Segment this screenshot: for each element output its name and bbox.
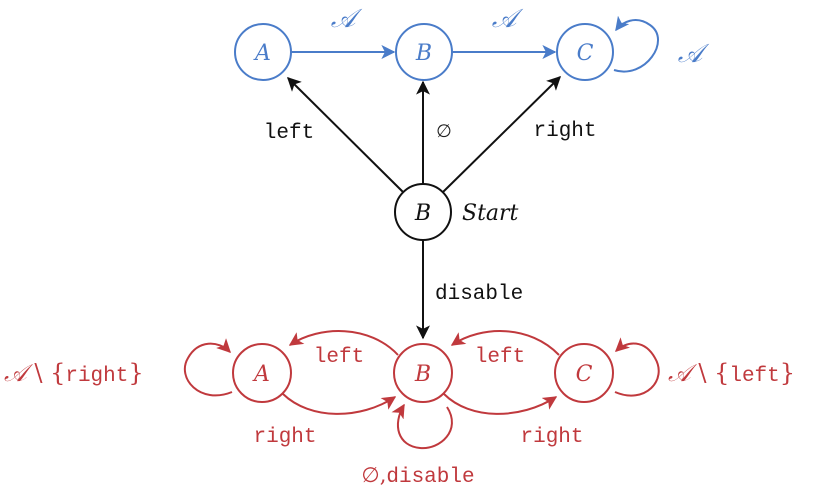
disabled-edge-c-b: left [450, 330, 560, 369]
set-minus: \ { [27, 359, 66, 387]
enabled-row: A B C 𝒜 𝒜 𝒜 [234, 4, 710, 81]
edge-label: right [253, 426, 316, 449]
state-circle [556, 23, 614, 81]
disabled-self-loop-c: 𝒜 \ {left} [614, 337, 795, 397]
set-minus: \ { [691, 359, 730, 387]
start-edge-left: left [264, 77, 404, 193]
disabled-row: A B C 𝒜 \ {right} left right [4, 330, 795, 489]
edge-label: 𝒜 [678, 39, 710, 69]
edge-label: left [314, 346, 364, 369]
start-edge-noop: ∅ [416, 80, 452, 184]
disabled-state-b[interactable]: B [393, 343, 453, 403]
state-circle [232, 343, 292, 403]
enabled-state-c[interactable]: C [556, 23, 614, 81]
excluded-action: right [65, 365, 128, 388]
enabled-state-b[interactable]: B [395, 23, 453, 81]
start-state-b[interactable]: B [394, 183, 452, 241]
edge-label: 𝒜 [331, 4, 363, 34]
disable-action: disable [386, 466, 474, 489]
empty-action-symbol: ∅, [361, 463, 386, 487]
state-circle [393, 343, 453, 403]
edge-label: right [520, 426, 583, 449]
enabled-self-loop-c: 𝒜 [613, 15, 710, 73]
disabled-self-loop-a: 𝒜 \ {right} [4, 338, 233, 397]
disabled-state-a[interactable]: A [232, 343, 292, 403]
start-edge-right: right [442, 76, 597, 193]
disabled-edge-a-b: right [253, 393, 397, 449]
edge-label: 𝒜 \ {right} [4, 359, 144, 388]
set-close: } [128, 359, 143, 387]
excluded-action: left [729, 365, 779, 388]
edge-label: 𝒜 \ {left} [668, 359, 795, 388]
disabled-self-loop-b: ∅,disable [361, 403, 475, 489]
state-circle [554, 343, 614, 403]
edge-label: disable [435, 283, 523, 306]
edge-label: ∅ [436, 121, 452, 142]
disabled-edge-b-c: right [443, 393, 584, 449]
start-section: B Start left ∅ right disable [264, 76, 597, 340]
edge-label: ∅,disable [361, 463, 474, 489]
state-label: A [252, 362, 270, 387]
edge-label: left [475, 346, 525, 369]
start-edge-disable: disable [416, 240, 523, 340]
edge-label: left [264, 122, 314, 145]
state-label: B [414, 362, 431, 387]
state-label: A [253, 41, 271, 66]
enabled-state-a[interactable]: A [234, 23, 292, 81]
state-label: B [414, 201, 431, 226]
disabled-state-c[interactable]: C [554, 343, 614, 403]
disabled-edge-b-a: left [288, 330, 399, 369]
edge-label: 𝒜 [492, 4, 524, 34]
state-label: B [415, 41, 432, 66]
enabled-edge-b-c: 𝒜 [452, 4, 557, 59]
start-annotation: Start [462, 201, 519, 226]
state-label: C [576, 362, 593, 387]
edge-label: right [533, 120, 596, 143]
enabled-edge-a-b: 𝒜 [291, 4, 396, 59]
state-label: C [577, 41, 594, 66]
set-close: } [780, 359, 795, 387]
